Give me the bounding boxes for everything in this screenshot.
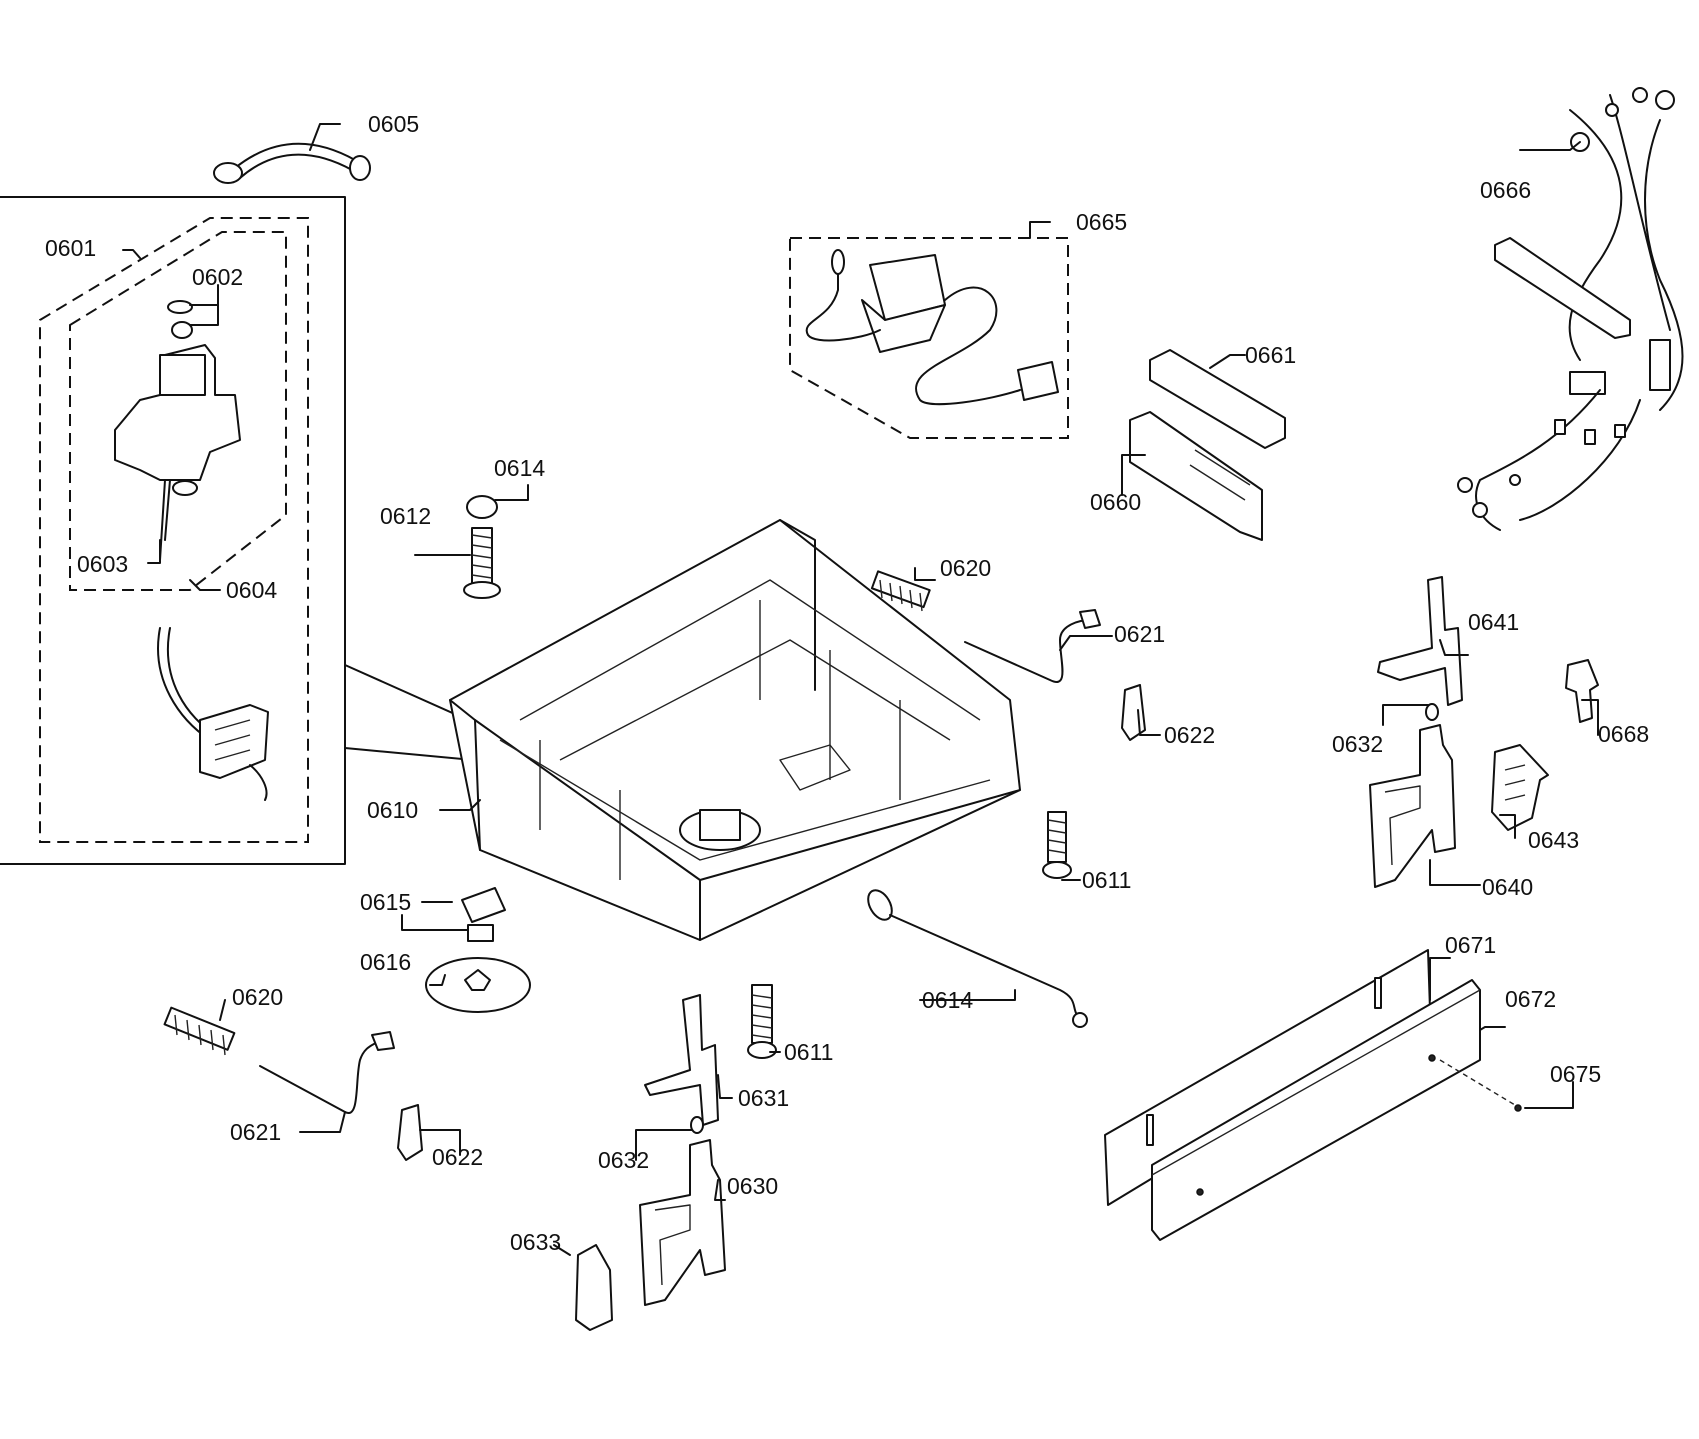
- hinge-bracket-left: [639, 1139, 726, 1306]
- label-0621-right: 0621: [1114, 621, 1165, 647]
- label-0621-left: 0621: [230, 1119, 281, 1145]
- leveling-leg: [463, 495, 501, 599]
- cable-pulley-left: [397, 1104, 423, 1161]
- label-0643: 0643: [1528, 827, 1579, 853]
- label-0632-left: 0632: [598, 1147, 649, 1173]
- label-0633: 0633: [510, 1229, 561, 1255]
- hinge-spring-right: [1425, 703, 1439, 721]
- label-0602: 0602: [192, 264, 243, 290]
- label-0631: 0631: [738, 1085, 789, 1111]
- label-0620-right: 0620: [940, 555, 991, 581]
- label-0620-left: 0620: [232, 984, 283, 1010]
- label-0661: 0661: [1245, 342, 1296, 368]
- label-0612: 0612: [380, 503, 431, 529]
- door-cable-right: [964, 609, 1101, 683]
- door-spring-right: [870, 570, 931, 612]
- label-0605: 0605: [368, 111, 419, 137]
- leg-cable: [867, 889, 1088, 1028]
- leader-lines: [122, 123, 1599, 1256]
- label-0641: 0641: [1468, 609, 1519, 635]
- float-disc: [425, 957, 531, 1013]
- label-0668: 0668: [1598, 721, 1649, 747]
- label-0611-right: 0611: [1082, 867, 1131, 893]
- door-spring-left: [163, 1006, 236, 1056]
- label-0672: 0672: [1505, 986, 1556, 1012]
- hinge-cover-left: [575, 1244, 613, 1331]
- label-0665: 0665: [1076, 209, 1127, 235]
- label-0622-left: 0622: [432, 1144, 483, 1170]
- kickplate-front: [1151, 979, 1481, 1241]
- label-0632-right: 0632: [1332, 731, 1383, 757]
- inlet-valve-inset: [0, 196, 581, 865]
- switch-assembly: [461, 887, 506, 942]
- cable-pulley-right: [1121, 684, 1146, 741]
- label-0630: 0630: [727, 1173, 778, 1199]
- label-0604: 0604: [226, 577, 277, 603]
- inlet-bracket: [199, 704, 269, 801]
- label-0666: 0666: [1480, 177, 1531, 203]
- label-0614-bottom: 0614: [922, 987, 973, 1013]
- rear-leg-right: [1042, 811, 1072, 879]
- label-0616: 0616: [360, 949, 411, 975]
- kickplate-screw: [1439, 1059, 1522, 1112]
- label-0640: 0640: [1482, 874, 1533, 900]
- inlet-valve: [114, 300, 241, 561]
- hinge-support-right: [1377, 576, 1463, 706]
- label-0615: 0615: [360, 889, 411, 915]
- callout-labels: 0605 0601 0602 0603 0604 0610 0614 0612 …: [45, 111, 1649, 1255]
- hinge-clip-right: [1565, 659, 1599, 723]
- power-cord-junction-box: [789, 237, 1069, 439]
- hinge-spring-left: [690, 1116, 704, 1134]
- label-0675: 0675: [1550, 1061, 1601, 1087]
- rear-leg-left: [747, 984, 777, 1059]
- label-0603: 0603: [77, 551, 128, 577]
- label-0614-top: 0614: [494, 455, 545, 481]
- wiring-harness: [1457, 87, 1684, 531]
- hinge-bracket-right: [1369, 724, 1456, 888]
- door-cable-left: [259, 1031, 395, 1114]
- hinge-support-left: [644, 994, 719, 1126]
- fill-hose: [213, 142, 371, 184]
- base-tub: [449, 519, 1021, 941]
- control-module: [1129, 349, 1286, 541]
- label-0601: 0601: [45, 235, 96, 261]
- label-0660: 0660: [1090, 489, 1141, 515]
- hinge-cover-right: [1491, 744, 1549, 831]
- label-0610: 0610: [367, 797, 418, 823]
- label-0622-right: 0622: [1164, 722, 1215, 748]
- label-0671: 0671: [1445, 932, 1496, 958]
- label-0611-left: 0611: [784, 1039, 833, 1065]
